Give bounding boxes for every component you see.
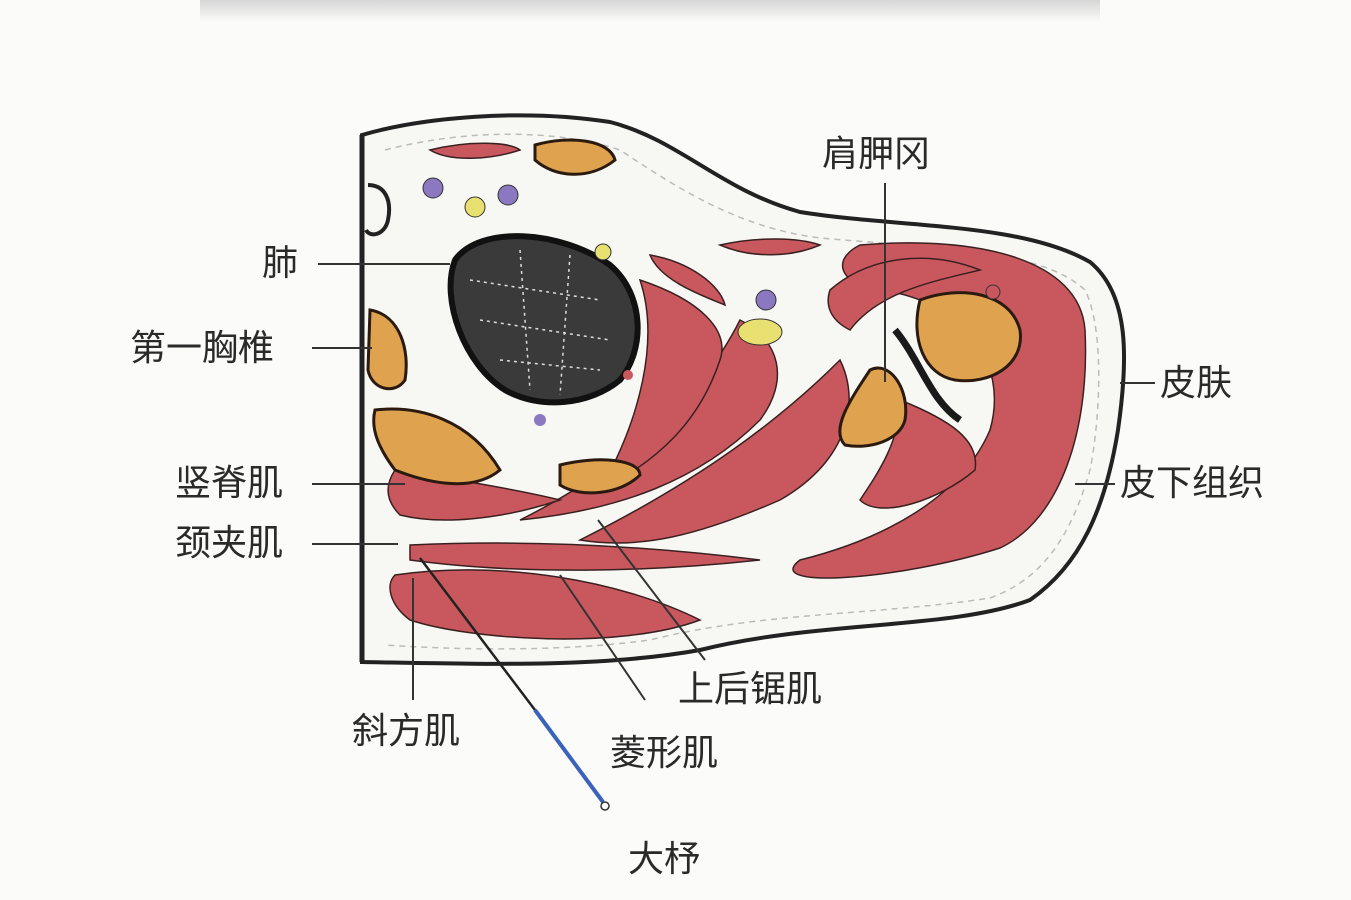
infraspinatus-shape [859,398,977,509]
serratus-shape [409,542,761,571]
rib-bone [558,458,642,495]
leader-lines [312,183,1155,701]
lung-texture [469,249,611,396]
needle-shaft [419,557,536,711]
vessel [422,177,444,199]
small-muscle-top-3 [648,254,727,307]
bones [366,138,1022,495]
scapula-spine-bone [838,366,908,448]
label-lung: 肺 [262,243,299,284]
nerve [464,196,486,218]
label-dazhu: 大杼 [628,839,701,880]
scapula-dark-line [892,327,963,423]
label-rhomboid: 菱形肌 [610,733,719,774]
small-muscle-top-2 [717,238,823,256]
needle-handle [533,708,605,804]
label-scapular-spine: 肩胛冈 [822,134,931,175]
vessels-nerves [364,177,1001,426]
vessel [755,289,777,311]
nerve [594,243,612,261]
vessel [497,184,519,206]
small-muscle-top-1 [428,142,522,159]
clavicle-bone [533,138,617,176]
vertebra-body [372,407,502,486]
vertebra-transverse-1 [366,308,408,391]
vessel [623,370,633,380]
label-serratus-posterior-superior: 上后锯肌 [678,669,823,710]
vessel [985,284,1001,300]
label-first-thoracic-vertebra: 第一胸椎 [130,328,275,369]
subcutaneous-inner-line [384,133,1100,650]
label-subcutaneous-tissue: 皮下组织 [1120,463,1265,504]
scan-shadow [200,0,1100,22]
acromion-bone [915,291,1022,383]
label-splenius-cervicis: 颈夹肌 [175,523,284,564]
vessel [534,414,546,426]
lung-shape [447,233,641,406]
muscle-band-3 [598,278,723,492]
needle-tip-marker [600,801,610,811]
spinal-canal-ring [364,183,391,237]
nerve [737,318,783,346]
supraspinatus-shape [827,257,983,331]
label-skin: 皮肤 [1160,363,1233,404]
label-erector-spinae: 竖脊肌 [175,463,284,504]
label-trapezius: 斜方肌 [352,711,461,752]
